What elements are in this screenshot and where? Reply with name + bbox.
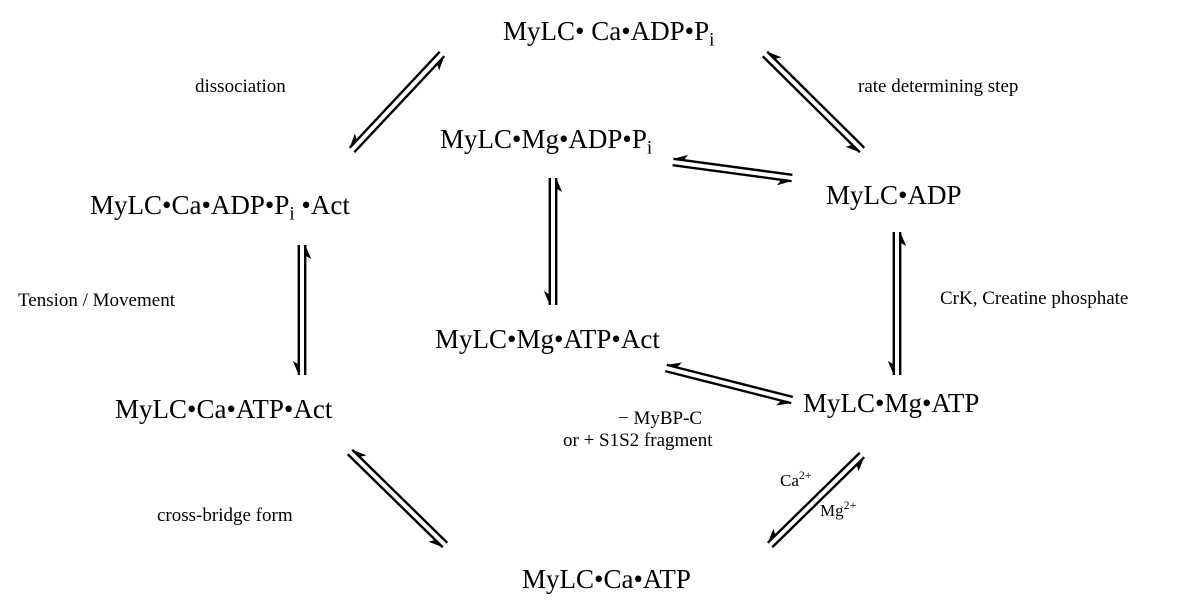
species-mg-atp: MyLC•Mg•ATP: [803, 388, 980, 418]
arrow-rate-step-reverse: [761, 55, 861, 154]
species-ca-atp-act: MyLC•Ca•ATP•Act: [115, 394, 333, 424]
arrow-tension-reverse-head: [292, 361, 299, 375]
label-mybpc: − MyBP-C: [618, 408, 703, 429]
species-mg-atp-act: MyLC•Mg•ATP•Act: [435, 324, 660, 354]
arrow-ca-mg-reverse: [771, 456, 866, 549]
label-rate-determining-step: rate determining step: [858, 76, 1019, 97]
species-ca-atp: MyLC•Ca•ATP: [522, 564, 691, 594]
species-mg-adp-pi: MyLC•Mg•ADP•Pi: [440, 124, 653, 159]
arrow-crossbridge-forward: [351, 448, 449, 544]
arrow-middle-vertical-forward-head: [556, 178, 563, 192]
arrow-mgadppi-adp-reverse: [672, 163, 792, 183]
species-ca-adp-pi-act: MyLC•Ca•ADP•Pi •Act: [90, 190, 350, 225]
arrow-crk-forward-head: [900, 232, 907, 246]
arrow-rate-step-forward-head: [767, 51, 782, 60]
arrow-mybpc-forward: [666, 363, 794, 399]
arrow-mgadppi-adp-reverse-head: [776, 179, 792, 186]
species-ca-adp-pi: MyLC• Ca•ADP•Pi: [503, 16, 715, 51]
arrow-ca-mg-forward: [766, 451, 861, 544]
species-adp: MyLC•ADP: [826, 180, 962, 210]
arrow-dissociation-forward: [353, 55, 446, 154]
arrow-mybpc-reverse-head: [776, 400, 792, 406]
arrow-mgadppi-adp-forward: [673, 157, 793, 177]
arrow-crk-reverse-head: [887, 361, 894, 375]
arrow-rate-step-reverse-head: [845, 144, 860, 153]
arrow-crossbridge-reverse: [346, 453, 444, 549]
arrow-mybpc-reverse: [664, 369, 792, 405]
label-mg-ion: Mg2+: [820, 498, 857, 521]
label-tension-movement: Tension / Movement: [18, 290, 175, 311]
arrow-dissociation-reverse-head: [349, 133, 357, 148]
arrow-mgadppi-adp-forward-head: [673, 154, 689, 161]
label-cross-bridge-form: cross-bridge form: [157, 505, 293, 526]
arrow-rate-step-forward: [766, 50, 866, 149]
label-dissociation: dissociation: [195, 76, 286, 97]
arrow-dissociation-forward-head: [437, 56, 445, 71]
arrow-middle-vertical-reverse-head: [543, 291, 550, 305]
label-s1s2: or + S1S2 fragment: [563, 430, 713, 451]
arrow-dissociation-reverse: [348, 50, 441, 149]
arrow-ca-mg-reverse-head: [856, 457, 865, 472]
label-crk: CrK, Creatine phosphate: [940, 288, 1129, 309]
label-ca-ion: Ca2+: [780, 468, 812, 491]
arrow-crossbridge-reverse-head: [428, 539, 443, 548]
arrow-ca-mg-forward-head: [767, 528, 776, 543]
arrow-crossbridge-forward-head: [352, 449, 367, 458]
arrow-mybpc-forward-head: [666, 362, 682, 368]
arrow-tension-forward-head: [305, 245, 312, 259]
